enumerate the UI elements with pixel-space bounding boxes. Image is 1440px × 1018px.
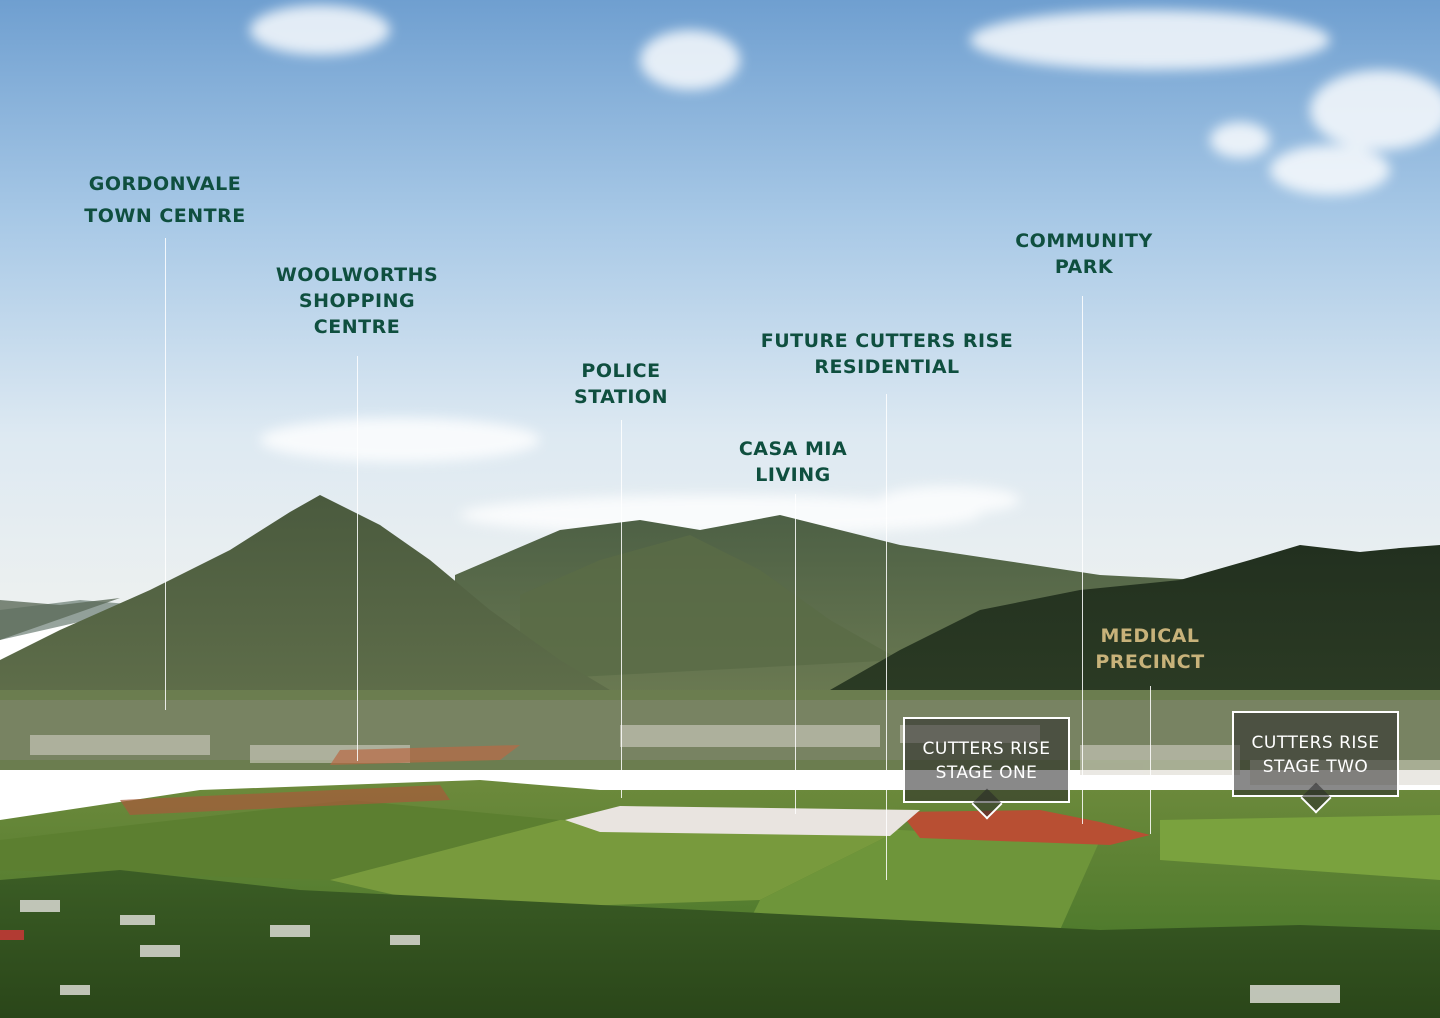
label-line: TOWN CENTRE — [84, 205, 246, 227]
label-line: SHOPPING — [298, 290, 416, 312]
label-line: MEDICAL — [1100, 625, 1200, 647]
label-line: RESIDENTIAL — [814, 356, 960, 378]
label-line: WOOLWORTHS — [275, 264, 439, 286]
callout-line: CUTTERS RISE — [1251, 733, 1380, 753]
label-line: PARK — [1054, 256, 1114, 278]
label-line: FUTURE CUTTERS RISE — [760, 330, 1014, 352]
leader-medical — [1150, 686, 1151, 834]
leader-police — [621, 420, 622, 798]
label-future-cutters-rise-residential: FUTURE CUTTERS RISE RESIDENTIAL — [761, 328, 1014, 380]
label-line: PRECINCT — [1095, 651, 1205, 673]
label-line: COMMUNITY — [1015, 230, 1153, 252]
leader-future-residential — [886, 394, 887, 880]
callout-line: CUTTERS RISE — [922, 739, 1051, 759]
leader-gordonvale — [165, 238, 166, 710]
leader-community-park — [1082, 296, 1083, 824]
label-police-station: POLICE STATION — [574, 358, 668, 410]
callout-line: STAGE ONE — [935, 763, 1038, 783]
label-woolworths-shopping-centre: WOOLWORTHS SHOPPING CENTRE — [276, 262, 438, 340]
label-line: GORDONVALE — [88, 173, 242, 195]
label-casa-mia-living: CASA MIA LIVING — [739, 436, 847, 488]
label-gordonvale-town-centre: GORDONVALE TOWN CENTRE — [84, 168, 245, 232]
label-line: CENTRE — [313, 316, 401, 338]
callout-cutters-rise-stage-one: CUTTERS RISE STAGE ONE — [903, 717, 1070, 820]
leader-woolworths — [357, 356, 358, 761]
callout-cutters-rise-stage-two: CUTTERS RISE STAGE TWO — [1232, 711, 1399, 814]
label-line: STATION — [574, 386, 668, 408]
leader-casa-mia — [795, 494, 796, 814]
callout-line: STAGE TWO — [1262, 757, 1369, 777]
label-line: LIVING — [755, 464, 831, 486]
label-line: CASA MIA — [738, 438, 848, 460]
label-medical-precinct: MEDICAL PRECINCT — [1095, 623, 1204, 675]
label-community-park: COMMUNITY PARK — [1015, 228, 1153, 280]
label-line: POLICE — [581, 360, 661, 382]
